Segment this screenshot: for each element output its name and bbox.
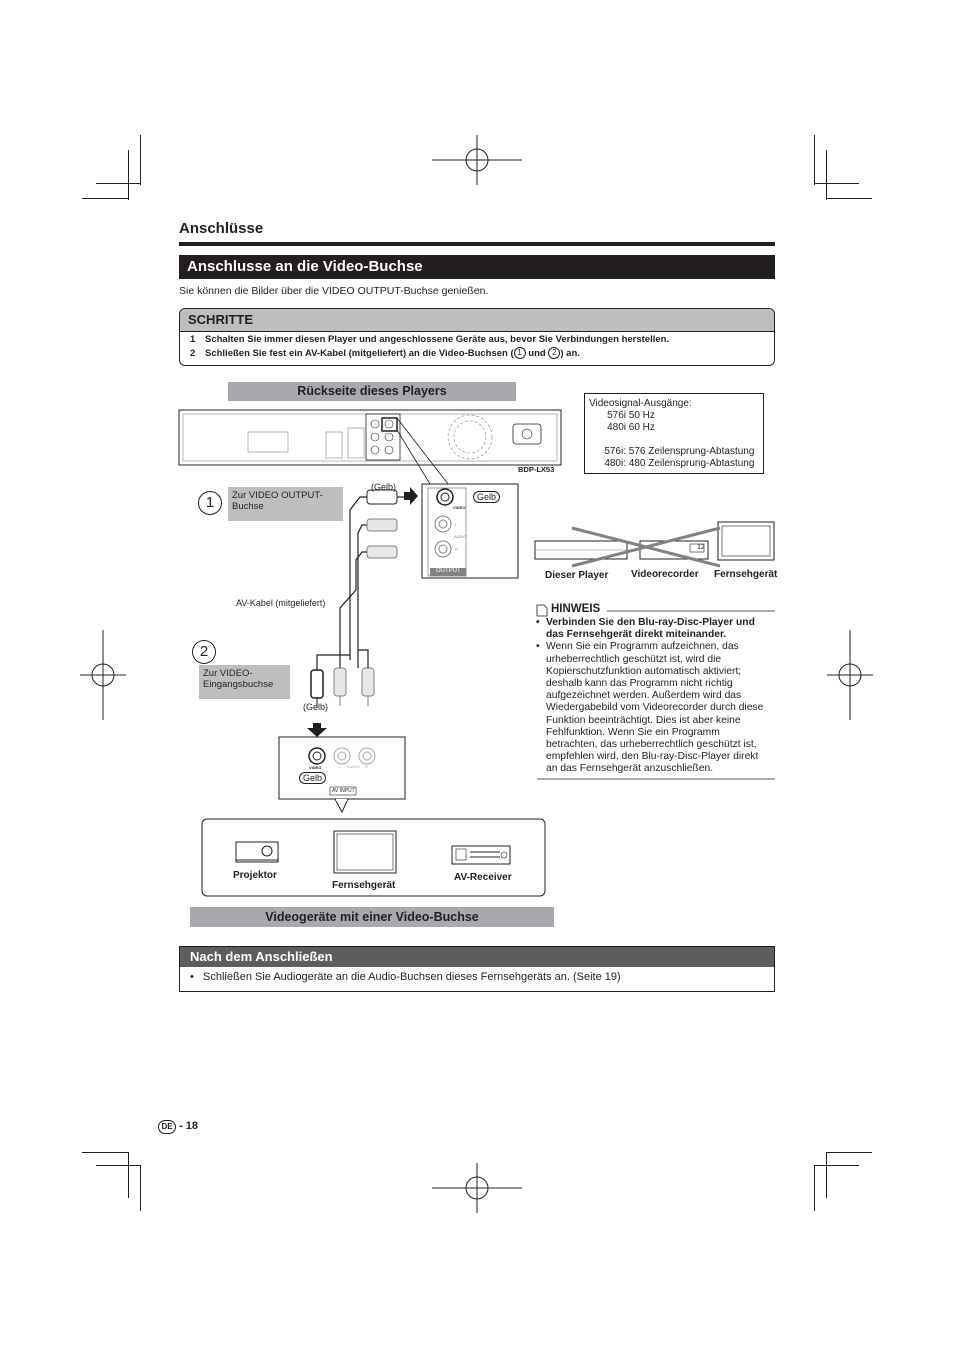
language-badge: DE xyxy=(158,1120,176,1134)
section-title: Anschlüsse xyxy=(179,220,264,237)
section-rule xyxy=(179,242,775,246)
chain-recorder-label: Videorecorder xyxy=(631,569,699,580)
jack-r-label-bottom: R xyxy=(365,764,368,769)
player-rear-panel xyxy=(178,409,562,466)
recorder-display: 12 xyxy=(697,544,705,551)
av-input-label: AV INPUT xyxy=(332,788,355,794)
device-projector-label: Projektor xyxy=(233,870,277,881)
av-cable-bottom-plugs xyxy=(310,649,375,708)
chain-player-label: Dieser Player xyxy=(545,570,609,581)
label-to-video-input: Zur VIDEO-Eingangsbuchse xyxy=(199,665,290,699)
note-title: HINWEIS xyxy=(551,603,601,615)
jack-audio-label-bottom: AUDIO xyxy=(347,764,360,769)
signal-row: 480i 60 Hz xyxy=(607,422,655,433)
model-label: BDP-LX53 xyxy=(518,465,555,474)
jack-l-label-top: L xyxy=(455,522,458,527)
device-tv-label: Fernsehgerät xyxy=(332,880,396,891)
rear-panel-title: Rückseite dieses Players xyxy=(228,382,516,401)
circled-1: 1 xyxy=(513,347,526,359)
label-to-video-output: Zur VIDEO OUTPUT-Buchse xyxy=(228,487,343,521)
jack-audio-label-top: AUDIO xyxy=(454,534,467,539)
intro-text: Sie können die Bilder über die VIDEO OUT… xyxy=(179,285,489,297)
step-1-marker: 1 xyxy=(198,491,222,515)
after-connecting-item: • Schließen Sie Audiogeräte an die Audio… xyxy=(190,971,621,983)
av-input-closeup xyxy=(278,736,406,800)
step-2-marker: 2 xyxy=(192,640,216,664)
gelb-paren-top: (Gelb) xyxy=(371,482,397,492)
page-number: DE - 18 xyxy=(158,1120,198,1134)
gelb-label-bottom: Gelb xyxy=(299,772,327,784)
signal-row: 480i: 480 Zeilensprung-Abtastung xyxy=(604,458,755,469)
chain-tv-label: Fernsehgerät xyxy=(714,569,778,580)
jack-video-label-top: VIDEO xyxy=(453,505,466,510)
note-list: Verbinden Sie den Blu-ray-Disc-Player un… xyxy=(536,617,771,776)
circled-2: 2 xyxy=(548,347,561,359)
after-connecting-heading: Nach dem Anschließen xyxy=(180,947,774,967)
signal-row: 576i: 576 Zeilensprung-Abtastung xyxy=(604,446,755,457)
note-icon xyxy=(536,604,548,617)
jack-video-label-bottom: VIDEO xyxy=(309,765,322,770)
note-item: Verbinden Sie den Blu-ray-Disc-Player un… xyxy=(536,617,771,641)
gelb-paren-bottom: (Gelb) xyxy=(303,702,329,712)
page-title: Anschlusse an die Video-Buchse xyxy=(179,255,775,279)
steps-heading: SCHRITTE xyxy=(180,309,774,332)
output-label: OUTPUT xyxy=(436,568,461,574)
after-connecting-box: Nach dem Anschließen • Schließen Sie Aud… xyxy=(179,946,775,992)
cable-label: AV-Kabel (mitgeliefert) xyxy=(236,598,326,608)
device-receiver-label: AV-Receiver xyxy=(454,872,512,883)
connection-chain-illustration xyxy=(534,521,775,568)
jack-l-label-bottom: L xyxy=(339,764,342,769)
devices-panel xyxy=(201,818,546,897)
output-jacks-closeup xyxy=(421,483,519,579)
signal-row: 576i 50 Hz xyxy=(607,410,655,421)
note-item: Wenn Sie ein Programm aufzeichnen, das u… xyxy=(536,641,771,775)
devices-title: Videogeräte mit einer Video-Buchse xyxy=(190,907,554,927)
av-cable-top-plugs xyxy=(366,489,404,559)
video-signal-box: Videosignal-Ausgänge: 576i 50 Hz 480i 60… xyxy=(584,393,764,474)
jack-r-label-top: R xyxy=(455,547,458,552)
gelb-label-top: Gelb xyxy=(473,491,501,503)
